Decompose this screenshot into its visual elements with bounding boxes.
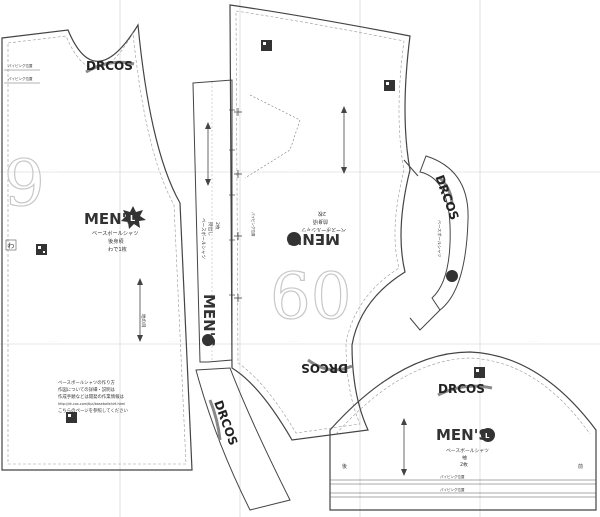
svg-text:持出し: 持出し bbox=[207, 222, 214, 236]
qr-code bbox=[384, 80, 395, 91]
svg-text:パイピング位置: パイピング位置 bbox=[440, 487, 465, 492]
drcos-swoosh bbox=[437, 384, 493, 397]
svg-text:DRCOS: DRCOS bbox=[432, 173, 461, 222]
front-piece-number: 60 bbox=[270, 260, 351, 334]
svg-text:· · · · · ·: · · · · · · bbox=[48, 167, 59, 171]
svg-text:わ: わ bbox=[8, 242, 15, 250]
svg-text:· · · · · ·: · · · · · · bbox=[288, 339, 299, 343]
grain-arrow bbox=[341, 106, 347, 174]
svg-text:2枚: 2枚 bbox=[318, 210, 326, 217]
svg-text:前身頃: 前身頃 bbox=[313, 218, 328, 225]
svg-text:DRCOS: DRCOS bbox=[301, 361, 348, 375]
front-body-piece: 60 MEN'S ベースボールシャツ 前身頃 2枚 パイピング位置 DRCOS bbox=[229, 4, 411, 441]
svg-text:こちらのページを参照してください: こちらのページを参照してください bbox=[58, 407, 129, 414]
svg-text:ベースボールシャツ: ベースボールシャツ bbox=[446, 447, 489, 454]
svg-text:MEN'S: MEN'S bbox=[84, 210, 137, 228]
svg-text:後身頃: 後身頃 bbox=[108, 237, 124, 245]
svg-text:作成手順などは開発の作業情報は: 作成手順などは開発の作業情報は bbox=[58, 393, 124, 400]
grain-arrow: 地の目 bbox=[137, 278, 147, 342]
collar-strip-piece: DRCOS bbox=[195, 367, 291, 511]
brand-mens-logo: MEN'S bbox=[287, 230, 340, 248]
svg-text:ベースボールシャツ: ベースボールシャツ bbox=[301, 226, 346, 233]
button-marks bbox=[234, 108, 242, 302]
brand-mens-logo: MEN'S L bbox=[84, 206, 146, 229]
qr-code bbox=[474, 367, 485, 378]
back-body-piece: 9 DRCOS MEN'S L ベースボールシャツ 後身頃 わで1枚 わ 地の目… bbox=[1, 23, 193, 471]
svg-text:L: L bbox=[485, 432, 490, 440]
svg-text:DRCOS: DRCOS bbox=[438, 382, 485, 396]
svg-text:ベースボールシャツ: ベースボールシャツ bbox=[92, 229, 138, 237]
drcos-swoosh bbox=[208, 399, 222, 441]
svg-text:L: L bbox=[130, 214, 135, 223]
svg-text:地の目: 地の目 bbox=[140, 314, 147, 328]
svg-text:ベースボールシャツ: ベースボールシャツ bbox=[437, 220, 443, 257]
drcos-swoosh bbox=[438, 176, 454, 206]
placket-piece: ベースボールシャツ 持出し 2枚 MEN'S bbox=[192, 79, 235, 363]
brand-mens-logo: MEN'S bbox=[200, 294, 218, 347]
qr-code bbox=[36, 244, 47, 255]
piping-lines bbox=[330, 479, 596, 498]
svg-text:ベースボールシャツの作り方: ベースボールシャツの作り方 bbox=[58, 379, 115, 386]
svg-text:わで1枚: わで1枚 bbox=[108, 245, 128, 253]
svg-text:MEN'S: MEN'S bbox=[200, 294, 218, 347]
brand-mens-logo: MEN'S L bbox=[436, 426, 495, 444]
sleeve-piece: パイピング位置 パイピング位置 DRCOS MEN'S L ベースボールシャツ … bbox=[329, 351, 597, 511]
qr-code bbox=[261, 40, 272, 51]
back-piece-number: 9 bbox=[4, 147, 45, 221]
svg-text:· · · · · ·: · · · · · · bbox=[48, 339, 59, 343]
svg-text:2枚: 2枚 bbox=[214, 222, 221, 230]
svg-text:ベースボールシャツ: ベースボールシャツ bbox=[200, 218, 207, 260]
svg-text:· · · · · ·: · · · · · · bbox=[288, 167, 299, 171]
drcos-swoosh bbox=[85, 60, 135, 74]
svg-text:パイピング位置: パイピング位置 bbox=[440, 474, 465, 479]
brand-drcos-logo: DRCOS bbox=[86, 59, 133, 73]
svg-text:· · · · · ·: · · · · · · bbox=[168, 167, 179, 171]
svg-text:MEN'S: MEN'S bbox=[287, 230, 340, 248]
svg-text:· · · · · ·: · · · · · · bbox=[408, 167, 419, 171]
svg-text:2枚: 2枚 bbox=[460, 461, 468, 468]
svg-text:袖: 袖 bbox=[462, 454, 467, 461]
svg-text:作図についての詳細・説明は: 作図についての詳細・説明は bbox=[58, 386, 116, 393]
svg-text:MEN'S: MEN'S bbox=[436, 426, 489, 444]
svg-text:· · · · · ·: · · · · · · bbox=[168, 339, 179, 343]
drcos-swoosh bbox=[307, 358, 353, 372]
svg-text:パイピング位置: パイピング位置 bbox=[251, 212, 256, 237]
collar-piece: DRCOS ベースボールシャツ bbox=[403, 155, 469, 331]
svg-text:http://dr-cos.com/tipi/basebal: http://dr-cos.com/tipi/baseballshirt.htm… bbox=[58, 402, 125, 406]
svg-text:· · · · · ·: · · · · · · bbox=[528, 339, 539, 343]
svg-text:パイピング位置: パイピング位置 bbox=[8, 76, 33, 81]
pocket-guide bbox=[244, 94, 301, 179]
qr-code bbox=[66, 412, 77, 423]
svg-text:パイピング位置: パイピング位置 bbox=[8, 63, 33, 68]
grain-arrow bbox=[205, 122, 211, 186]
instructions-notes: ベースボールシャツの作り方 作図についての詳細・説明は 作成手順などは開発の作業… bbox=[58, 379, 129, 414]
svg-text:前: 前 bbox=[578, 463, 583, 470]
svg-text:後: 後 bbox=[342, 463, 347, 470]
grain-arrow bbox=[401, 418, 407, 476]
svg-text:DRCOS: DRCOS bbox=[211, 398, 240, 447]
grid-tick-labels: · · · · · · · · · · · · · · · · · · · · · … bbox=[48, 167, 539, 343]
